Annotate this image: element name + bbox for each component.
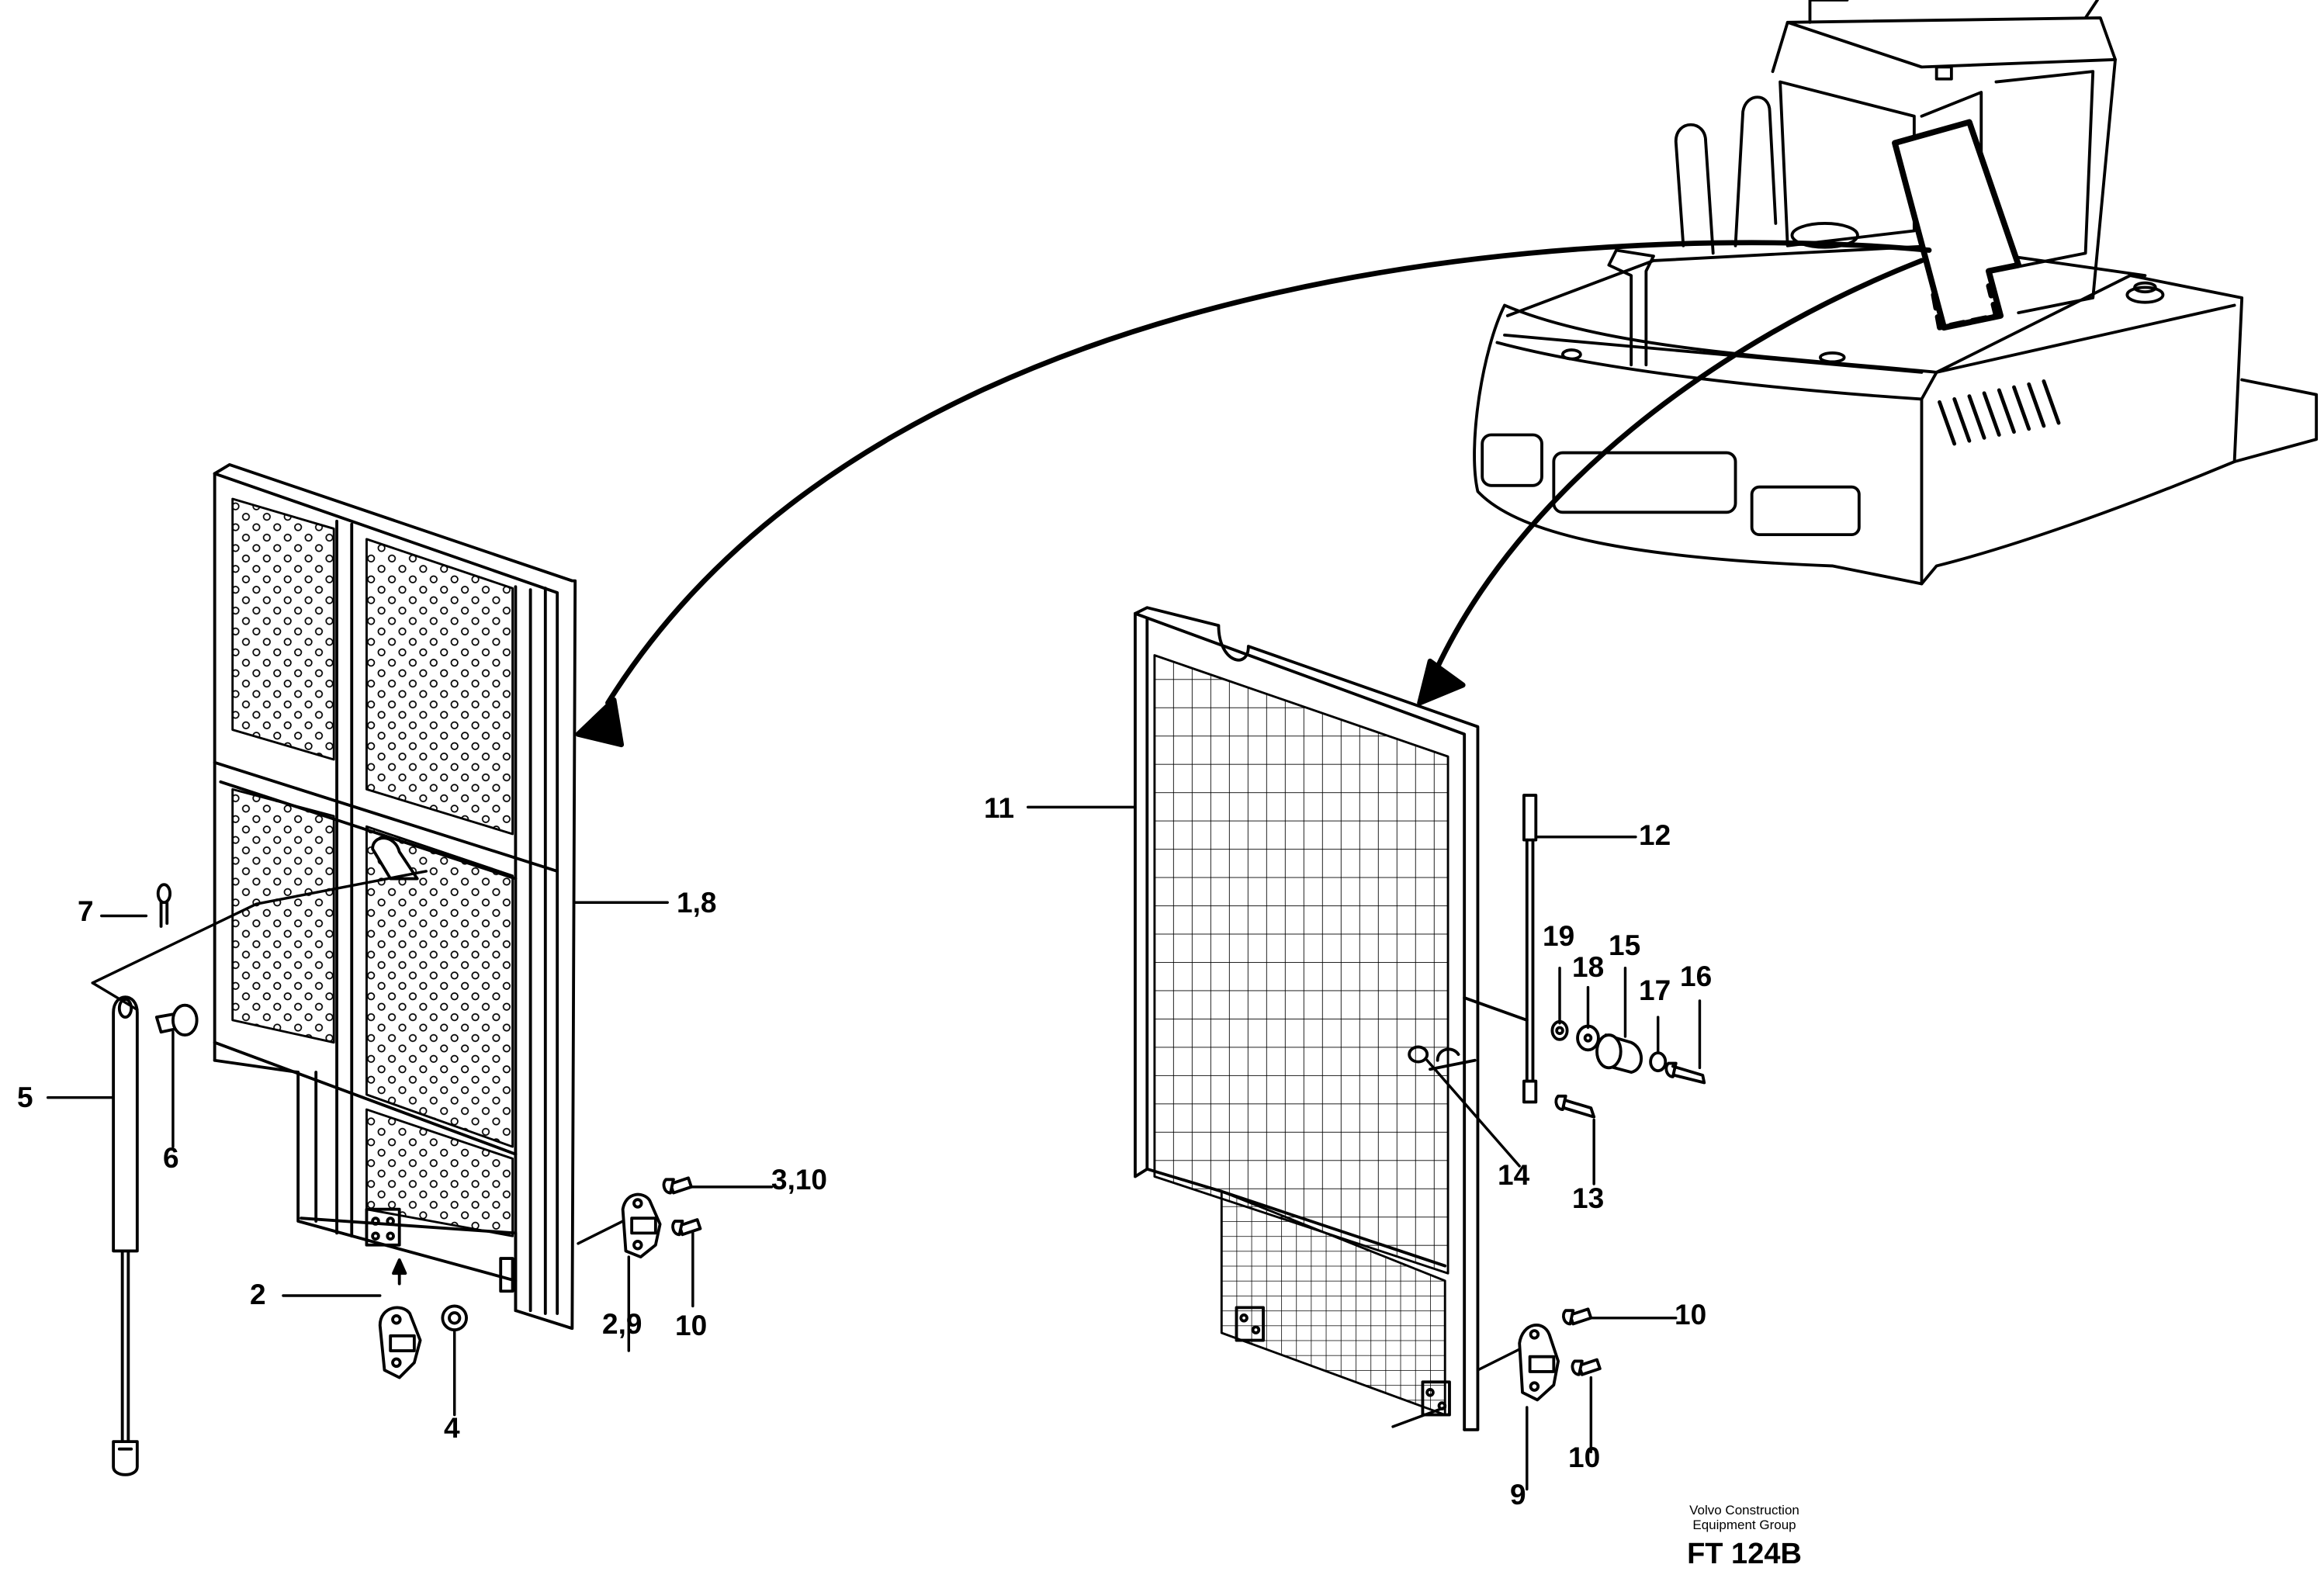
callout-6: 6	[163, 1142, 179, 1174]
callout-19: 19	[1543, 920, 1575, 952]
leader-lines-left	[46, 870, 774, 1417]
callout-13: 13	[1572, 1182, 1605, 1214]
split-pin-part-7	[156, 883, 171, 928]
callout-4: 4	[444, 1412, 460, 1444]
location-arrows	[575, 240, 1932, 748]
excavator-overview	[1473, 0, 2319, 586]
callout-14: 14	[1498, 1159, 1530, 1191]
callout-16: 16	[1680, 960, 1713, 992]
callout-10-left: 10	[675, 1310, 708, 1341]
leader-lines-right	[1027, 805, 1702, 1491]
callout-7: 7	[78, 895, 94, 927]
callout-15: 15	[1609, 929, 1641, 961]
callout-3-10: 3,10	[771, 1164, 828, 1196]
callout-5: 5	[17, 1082, 33, 1113]
callout-12: 12	[1639, 819, 1671, 851]
callout-1-8: 1,8	[677, 887, 717, 919]
callout-10-right-top: 10	[1675, 1299, 1707, 1331]
credit-line-1: Volvo Construction	[1689, 1503, 1799, 1518]
left-door-panel	[213, 462, 577, 1331]
support-rod-part-12	[1522, 794, 1538, 1104]
gas-strut-part-5	[112, 995, 139, 1476]
callout-2: 2	[250, 1279, 266, 1310]
callout-10-right-bottom: 10	[1568, 1441, 1601, 1473]
hinge-part-2	[378, 1306, 422, 1379]
figure-code: FT 124B	[1687, 1538, 1802, 1571]
hinge-part-9	[1518, 1324, 1560, 1402]
callout-2-9: 2,9	[602, 1308, 642, 1340]
screws-right	[1562, 1307, 1602, 1376]
callout-18: 18	[1572, 951, 1605, 983]
nut-part-4	[441, 1304, 468, 1332]
hinge-part-2-9	[621, 1192, 662, 1259]
callout-17: 17	[1639, 974, 1671, 1006]
callout-11: 11	[984, 792, 1015, 824]
pin-part-6	[154, 1003, 199, 1037]
bushing-assembly	[1550, 1019, 1706, 1085]
publisher-credit: Volvo Construction Equipment Group FT 12…	[1667, 1503, 1822, 1571]
screw-part-13	[1554, 1094, 1596, 1119]
callout-9: 9	[1510, 1479, 1526, 1511]
credit-line-2: Equipment Group	[1692, 1517, 1796, 1532]
right-door-panel	[1134, 606, 1529, 1431]
